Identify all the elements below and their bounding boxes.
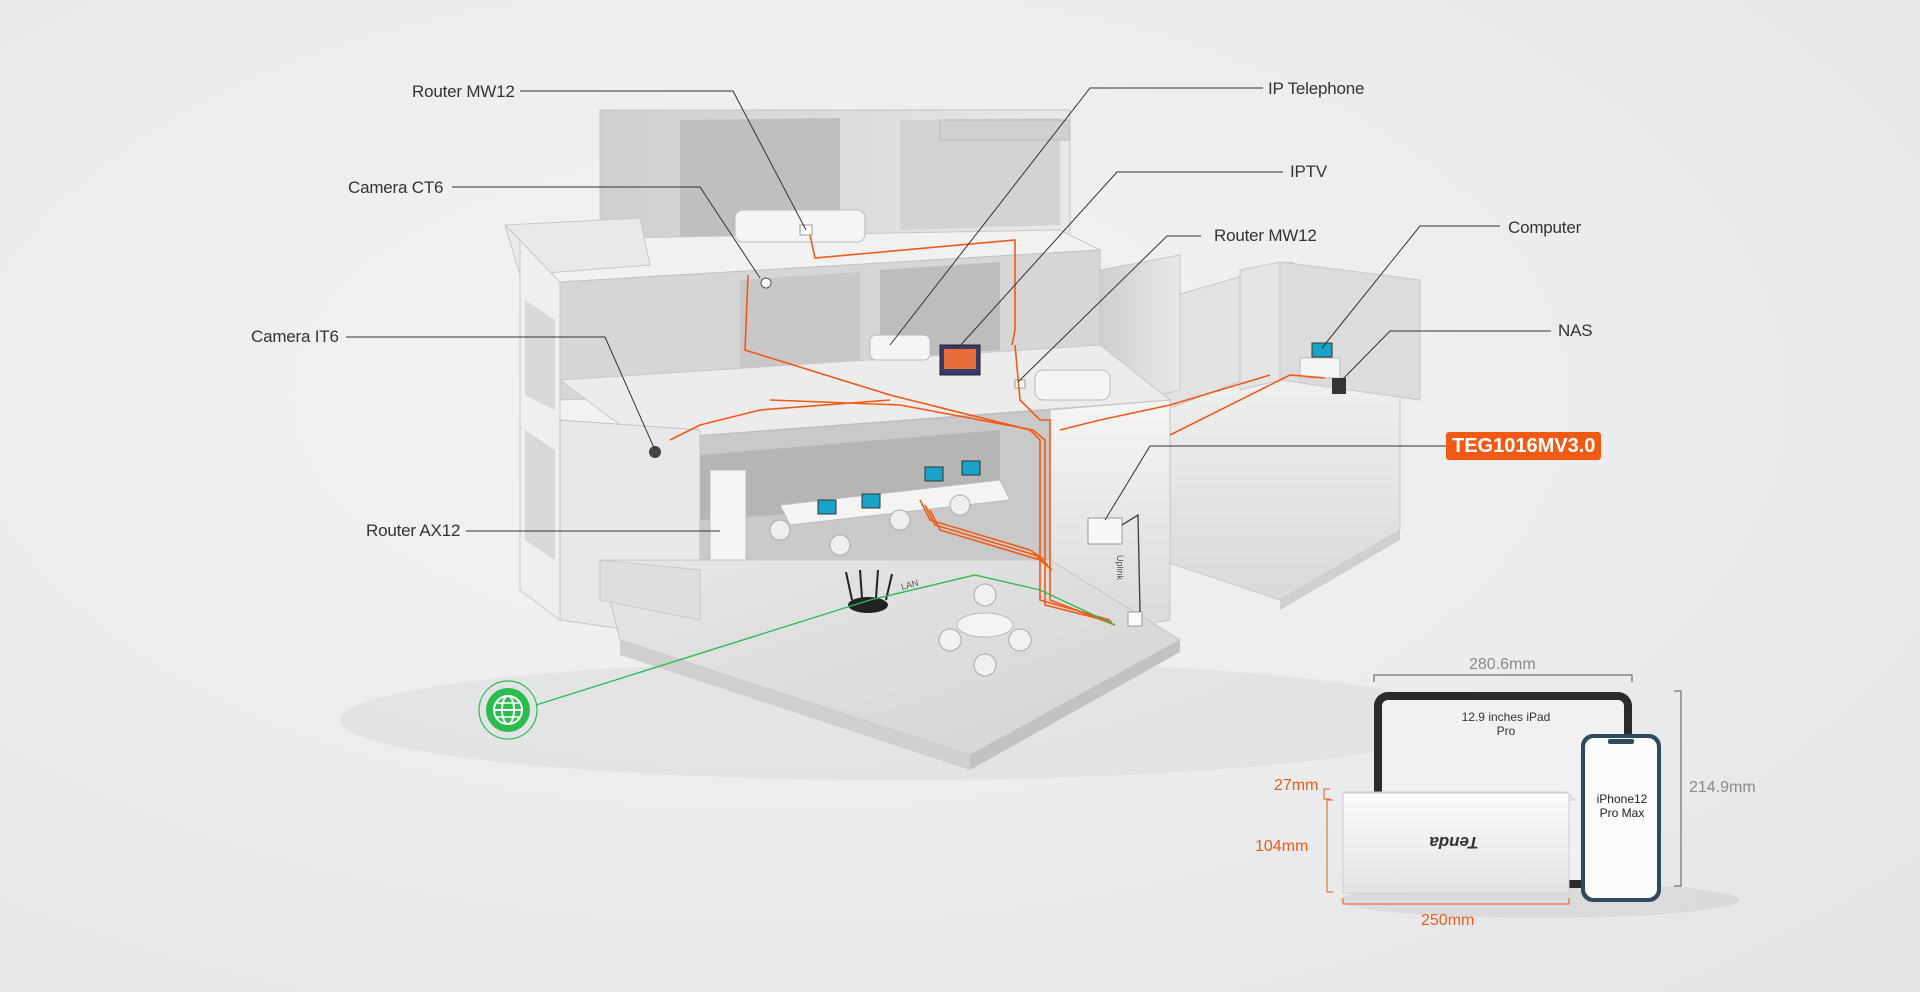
ipad-label: 12.9 inches iPad Pro bbox=[1461, 710, 1551, 738]
ipad-width-dimension: 280.6mm bbox=[1469, 656, 1536, 673]
phone-label: iPhone12 Pro Max bbox=[1582, 792, 1662, 820]
callout-lines bbox=[346, 87, 1551, 532]
router-mw12-mid-label: Router MW12 bbox=[1214, 226, 1317, 245]
uplink-cable bbox=[1121, 513, 1141, 613]
size-comparison bbox=[1323, 674, 1740, 918]
camera-it6-label: Camera IT6 bbox=[251, 327, 339, 346]
ipad-height-dimension: 214.9mm bbox=[1689, 779, 1756, 796]
room-furniture bbox=[734, 209, 1346, 401]
globe-icon bbox=[478, 680, 538, 740]
ip-telephone-label: IP Telephone bbox=[1268, 79, 1365, 98]
iptv-label: IPTV bbox=[1290, 162, 1327, 181]
tenda-logo: Tenda bbox=[1429, 833, 1479, 852]
internet-cable bbox=[535, 574, 1116, 706]
switch-depth-dimension: 27mm bbox=[1274, 777, 1319, 794]
network-devices bbox=[649, 224, 1143, 627]
camera-ct6-label: Camera CT6 bbox=[348, 178, 444, 197]
lan-label: LAN bbox=[900, 578, 920, 592]
switch-height-dimension: 104mm bbox=[1255, 838, 1309, 855]
router-ax12-label: Router AX12 bbox=[366, 521, 461, 540]
ethernet-cables bbox=[669, 234, 1326, 626]
phone-label-line2: Pro Max bbox=[1599, 806, 1645, 820]
uplink-label: Uplink bbox=[1115, 555, 1125, 581]
product-name-badge: TEG1016MV3.0 bbox=[1446, 432, 1602, 460]
nas-label: NAS bbox=[1558, 321, 1593, 340]
switch-width-dimension: 250mm bbox=[1421, 912, 1475, 929]
router-mw12-top-label: Router MW12 bbox=[412, 82, 515, 101]
office-desks bbox=[769, 460, 1032, 677]
computer-label: Computer bbox=[1508, 218, 1582, 237]
building bbox=[504, 109, 1421, 770]
phone-label-line1: iPhone12 bbox=[1596, 792, 1648, 806]
